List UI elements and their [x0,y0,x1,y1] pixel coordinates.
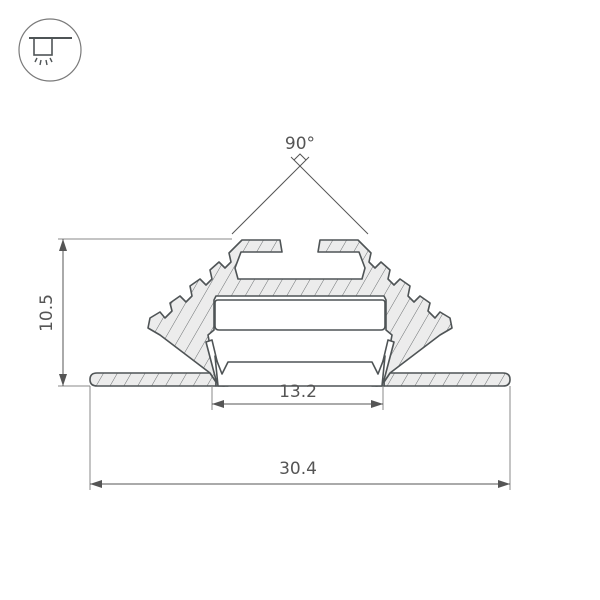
ceiling-light-icon [18,18,82,82]
inner-width-dimension: 13.2 [211,382,384,410]
angle-dimension: 90° [231,134,369,235]
profile-section [89,239,511,387]
overall-width-dimension: 30.4 [89,386,511,490]
angle-label: 90° [285,134,315,154]
height-dimension: 10.5 [37,238,232,387]
inner-width-label: 13.2 [279,382,317,402]
overall-width-label: 30.4 [279,459,317,479]
height-label: 10.5 [37,294,57,332]
